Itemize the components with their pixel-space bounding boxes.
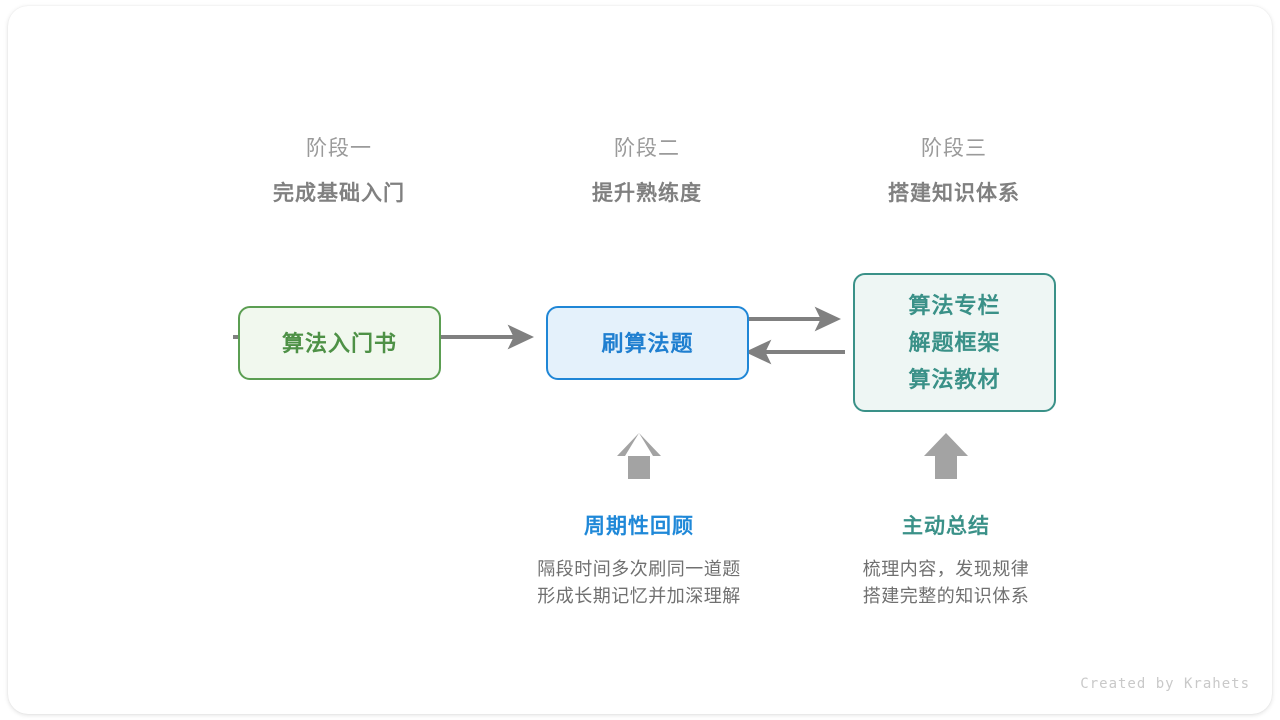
annotation-review-title: 周期性回顾 xyxy=(584,515,694,538)
annotation-review-desc-line-2: 形成长期记忆并加深理解 xyxy=(537,586,741,606)
annotation-periodic-review: 周期性回顾 隔段时间多次刷同一道题 形成长期记忆并加深理解 xyxy=(489,512,789,610)
annotation-summary-desc-line-1: 梳理内容，发现规律 xyxy=(862,559,1030,579)
node-book-label: 算法入门书 xyxy=(281,330,397,356)
node-practice-problems[interactable]: 刷算法题 xyxy=(546,306,749,380)
annotation-summary-title: 主动总结 xyxy=(902,515,990,538)
node-practice-label: 刷算法题 xyxy=(601,330,694,356)
stage-title-label-3: 搭建知识体系 xyxy=(888,182,1020,205)
node-resources-line-2: 解题框架 xyxy=(908,330,1001,355)
node-algorithm-intro-book[interactable]: 算法入门书 xyxy=(238,306,441,380)
stage-title-label-1: 完成基础入门 xyxy=(273,182,405,205)
stage-phase-label-2: 阶段二 xyxy=(614,137,680,160)
up-arrow-review-icon xyxy=(617,433,661,479)
annotation-review-description: 隔段时间多次刷同一道题 形成长期记忆并加深理解 xyxy=(489,556,789,610)
node-resources-line-1: 算法专栏 xyxy=(908,293,1001,318)
diagram-canvas: 阶段一 完成基础入门 阶段二 提升熟练度 阶段三 搭建知识体系 算法入门书 刷算… xyxy=(8,6,1272,714)
up-arrow-summary-icon xyxy=(924,433,968,479)
stage-phase-label-1: 阶段一 xyxy=(306,137,372,160)
stage-header-3: 阶段三 搭建知识体系 xyxy=(824,134,1084,210)
node-learning-resources[interactable]: 算法专栏 解题框架 算法教材 xyxy=(853,273,1056,412)
watermark-credit: Created by Krahets xyxy=(1080,676,1250,692)
annotation-summary-description: 梳理内容，发现规律 搭建完整的知识体系 xyxy=(796,556,1096,610)
stage-title-label-2: 提升熟练度 xyxy=(592,182,702,205)
stage-phase-label-3: 阶段三 xyxy=(921,137,987,160)
stage-header-2: 阶段二 提升熟练度 xyxy=(517,134,777,210)
node-resources-line-3: 算法教材 xyxy=(908,367,1001,392)
annotation-review-desc-line-1: 隔段时间多次刷同一道题 xyxy=(537,559,741,579)
annotation-active-summary: 主动总结 梳理内容，发现规律 搭建完整的知识体系 xyxy=(796,512,1096,610)
annotation-summary-desc-line-2: 搭建完整的知识体系 xyxy=(862,586,1030,606)
stage-header-1: 阶段一 完成基础入门 xyxy=(209,134,469,210)
